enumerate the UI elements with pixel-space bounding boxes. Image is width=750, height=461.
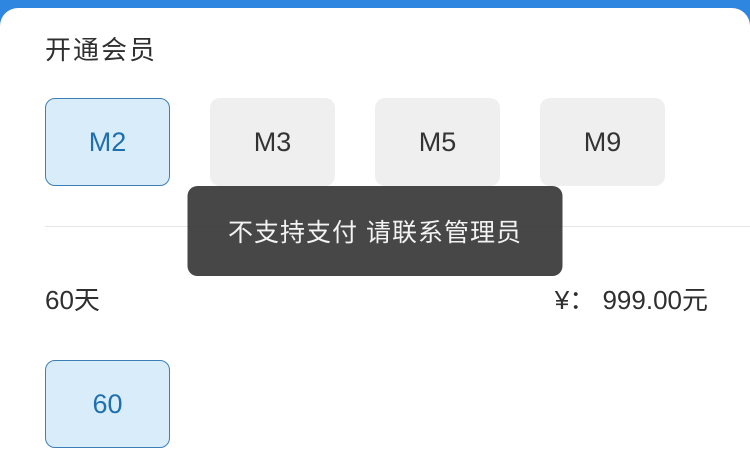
membership-panel: 开通会员 M2 M3 M5 M9 不支持支付 请联系管理员 60天 ¥： 999… <box>0 8 750 461</box>
duration-option-60[interactable]: 60 <box>45 360 170 448</box>
duration-label: 60天 <box>45 285 100 315</box>
duration-row: 60天 ¥： 999.00元 <box>45 280 708 317</box>
plan-option-m2[interactable]: M2 <box>45 98 170 186</box>
toast-message: 不支持支付 请联系管理员 <box>187 186 563 276</box>
plan-options-row: M2 M3 M5 M9 <box>45 98 665 186</box>
plan-option-m5[interactable]: M5 <box>375 98 500 186</box>
duration-options-row: 60 <box>45 360 170 448</box>
price-label: ¥： 999.00元 <box>554 285 708 315</box>
plan-option-m3[interactable]: M3 <box>210 98 335 186</box>
plan-option-m9[interactable]: M9 <box>540 98 665 186</box>
page-title: 开通会员 <box>45 35 158 65</box>
